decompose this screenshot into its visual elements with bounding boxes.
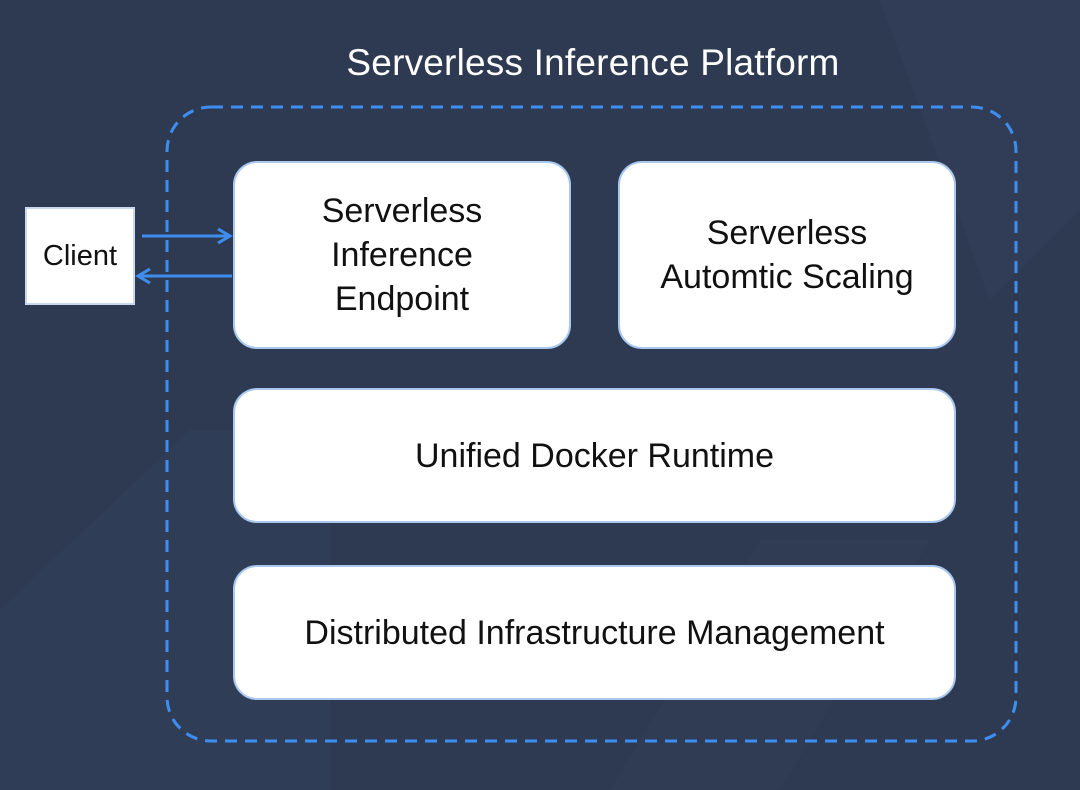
endpoint-line-3: Endpoint bbox=[334, 280, 470, 318]
client-label: Client bbox=[42, 239, 118, 272]
endpoint-line-2: Inference bbox=[331, 236, 473, 274]
scaling-line-1: Serverless bbox=[706, 214, 868, 252]
runtime-label: Unified Docker Runtime bbox=[414, 436, 775, 475]
distributed-infrastructure-management-box: Distributed Infrastructure Management bbox=[233, 565, 956, 700]
serverless-automatic-scaling-box: Serverless Automtic Scaling bbox=[618, 161, 956, 349]
endpoint-line-1: Serverless bbox=[321, 192, 483, 230]
serverless-inference-endpoint-box: Serverless Inference Endpoint bbox=[233, 161, 571, 349]
scaling-line-2: Automtic Scaling bbox=[660, 258, 914, 296]
platform-title: Serverless Inference Platform bbox=[346, 42, 840, 83]
infrastructure-label: Distributed Infrastructure Management bbox=[304, 613, 885, 652]
client-box: Client bbox=[25, 207, 135, 305]
unified-docker-runtime-box: Unified Docker Runtime bbox=[233, 388, 956, 523]
